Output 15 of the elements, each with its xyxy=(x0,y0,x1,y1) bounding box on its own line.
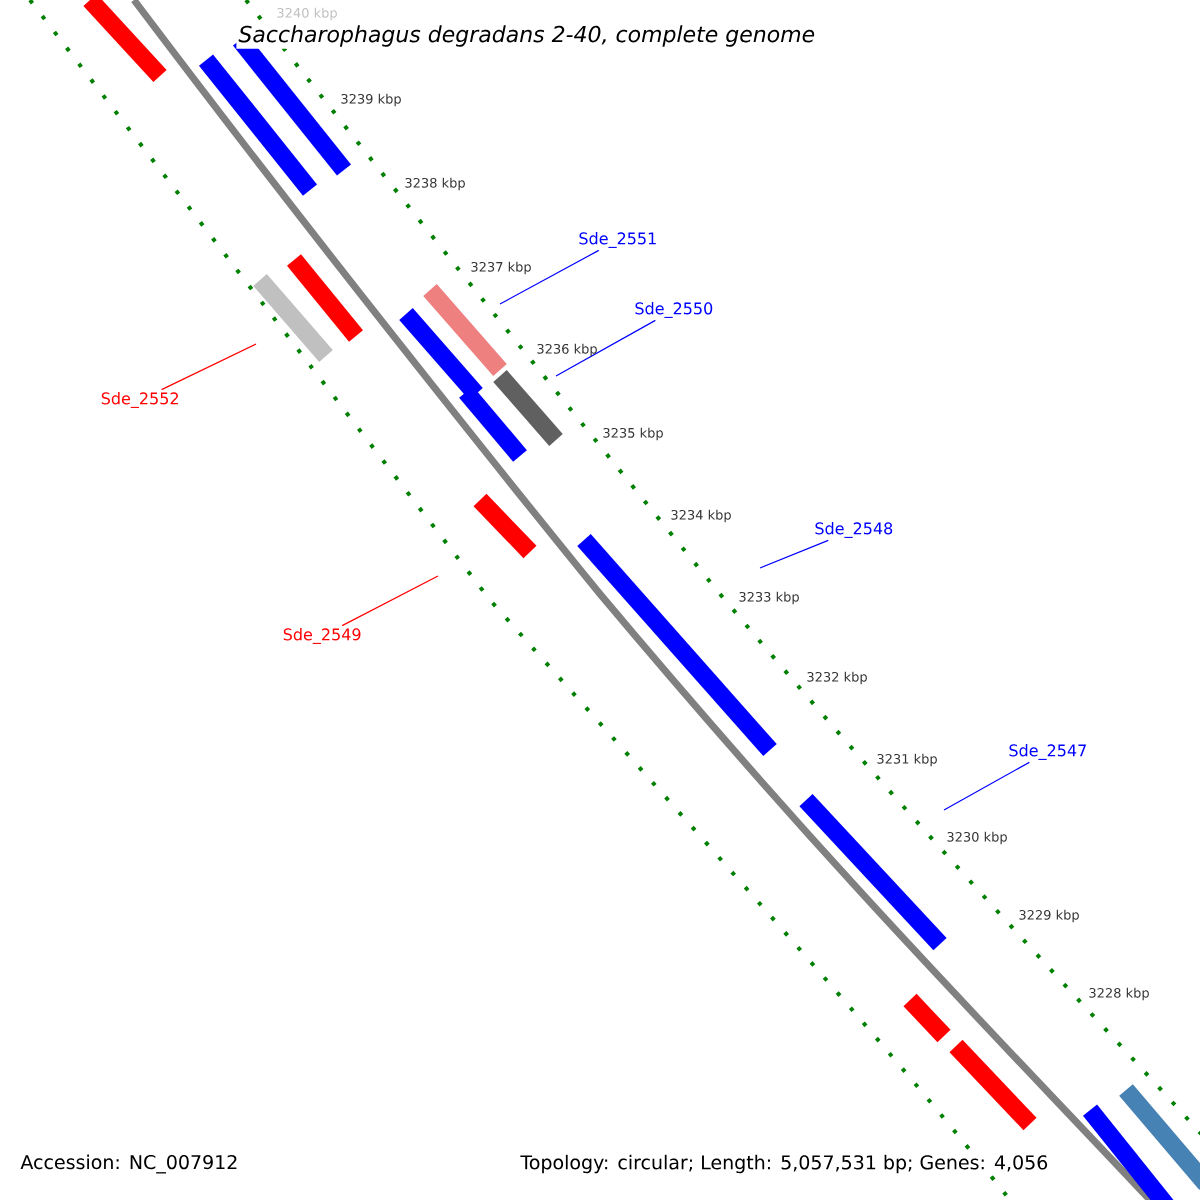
leader-line xyxy=(499,249,600,305)
leader-line xyxy=(161,343,257,391)
gene-label: Sde_2547 xyxy=(1009,744,1086,760)
gene-label: Sde_2549 xyxy=(283,628,361,644)
leader-line xyxy=(341,575,439,627)
gene-label: Sde_2548 xyxy=(815,522,893,538)
leader-line xyxy=(555,319,656,377)
gene-label: Sde_2551 xyxy=(579,232,656,248)
leader-line xyxy=(943,761,1030,811)
accession-text: Accession: NC_007912 xyxy=(20,1154,237,1174)
leader-line xyxy=(759,539,829,569)
gene-label: Sde_2550 xyxy=(635,302,713,318)
summary-text: Topology: circular; Length: 5,057,531 bp; Genes: 4,056 xyxy=(518,1152,1051,1176)
title: Saccharophagus degradans 2-40, complete genome xyxy=(236,23,818,49)
gene-label: Sde_2552 xyxy=(101,392,178,408)
